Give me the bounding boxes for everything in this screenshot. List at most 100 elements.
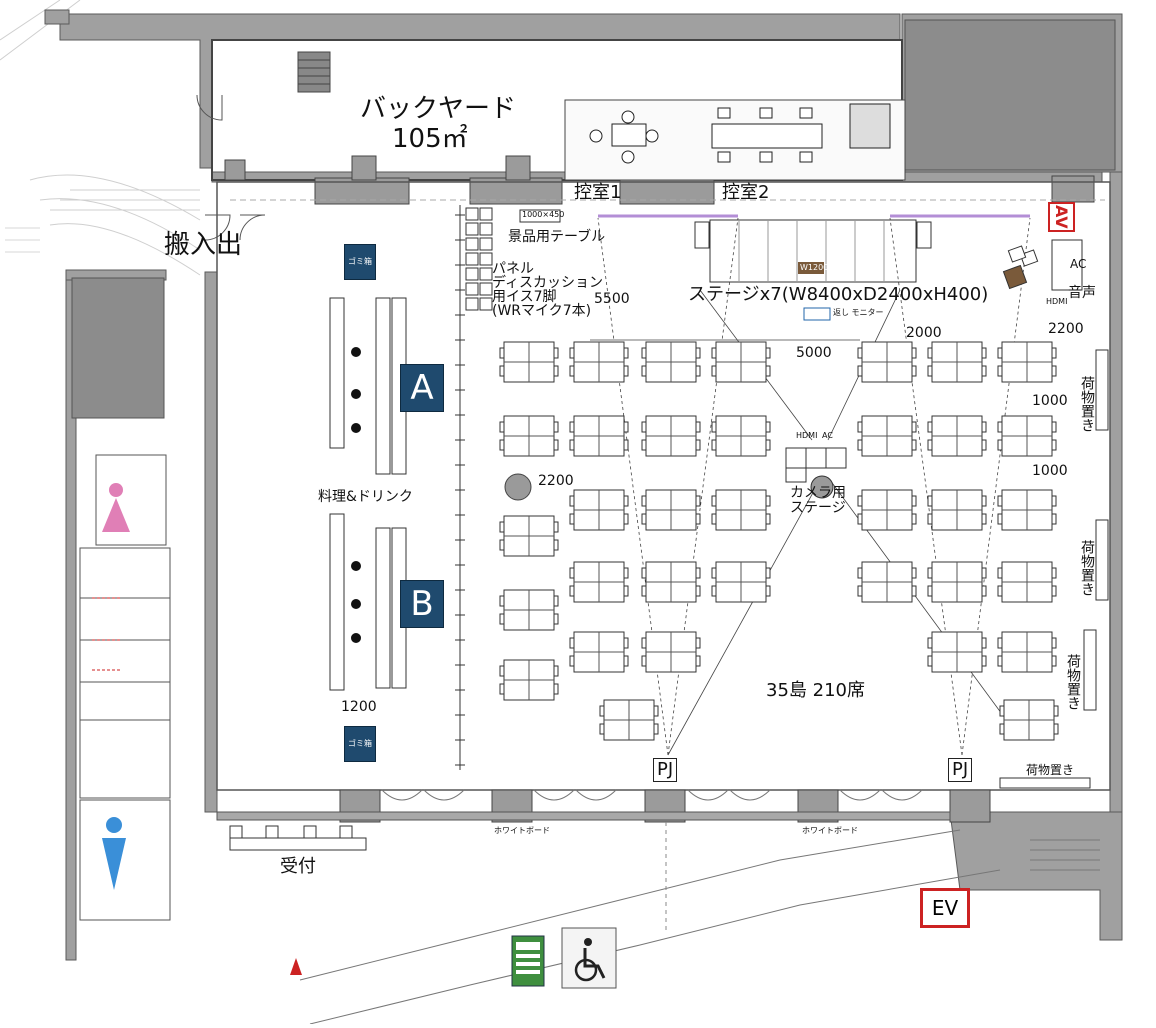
dim-2000: 2000 (906, 325, 942, 341)
elevator-label: EV (920, 888, 970, 928)
pillar-round (504, 473, 532, 501)
stage (694, 219, 932, 283)
male-toilet-icon (102, 817, 126, 890)
seating-island (641, 415, 701, 457)
green-room-furniture (589, 103, 891, 164)
audio-label: 音声 (1068, 285, 1096, 301)
seating-island (499, 341, 559, 383)
backyard-stairs (297, 51, 331, 93)
toilet-red-marks (92, 597, 122, 671)
seating-island (997, 341, 1057, 383)
panel-label-1: パネル (492, 261, 534, 277)
seating-island (641, 561, 701, 603)
luggage-label-1: 荷物置き (1079, 376, 1095, 432)
panel-label-2: ディスカッション (492, 275, 604, 291)
buffet-people (351, 347, 361, 643)
prize-table-label: 景品用テーブル (508, 229, 606, 245)
seating-island (997, 415, 1057, 457)
panel-chairs (465, 207, 561, 311)
dim-1000-b: 1000 (1032, 463, 1068, 479)
seating-island (711, 561, 771, 603)
seating-island (711, 489, 771, 531)
luggage-label-3: 荷物置き (1065, 654, 1081, 710)
stage-sign: W1200 (800, 263, 829, 272)
arrow-icon (290, 958, 302, 975)
av-desk-label: AV (1048, 202, 1075, 232)
luggage-label-bottom: 荷物置き (1026, 763, 1075, 777)
seating-island (569, 415, 629, 457)
island-count-label: 35島 210席 (766, 680, 865, 701)
reception-label: 受付 (280, 856, 316, 877)
seating-island (927, 489, 987, 531)
trash-bin-bottom: ゴミ箱 (344, 726, 376, 762)
seating-island (641, 489, 701, 531)
seating-island (711, 415, 771, 457)
dim-1200: 1200 (341, 699, 377, 715)
backyard-label: バックヤード (360, 94, 517, 124)
seating-island (569, 561, 629, 603)
seating-island (857, 341, 917, 383)
camera-stage-label-1: カメラ用 (790, 485, 846, 501)
camera-stage (785, 447, 847, 499)
zone-a: A (400, 364, 444, 412)
buffet-tables (329, 297, 407, 691)
seating-island (997, 561, 1057, 603)
parking-lines (5, 227, 40, 253)
seating-island (569, 489, 629, 531)
seating-island (599, 699, 659, 741)
hdmi-label-cam: HDMI (796, 431, 818, 440)
divider-posts (455, 214, 465, 766)
seating-island (927, 561, 987, 603)
av-desk (1002, 239, 1083, 291)
seating-island (499, 415, 559, 457)
service-rooms (71, 19, 1116, 419)
loading-label: 搬入出 (164, 230, 243, 260)
seating-island (857, 415, 917, 457)
seating-island (927, 415, 987, 457)
seating-island (499, 515, 559, 557)
female-toilet-icon (102, 483, 130, 532)
dim-2200-mid: 2200 (538, 473, 574, 489)
zone-b: B (400, 580, 444, 628)
green-room-2-label: 控室2 (722, 182, 770, 203)
food-drink-label: 料理&ドリンク (318, 489, 413, 505)
seating-island (569, 341, 629, 383)
luggage-tables (999, 349, 1109, 789)
seating-island (999, 699, 1059, 741)
panel-label-3: 用イス7脚 (492, 289, 557, 305)
seating-island (499, 589, 559, 631)
trash-bin-top: ゴミ箱 (344, 244, 376, 280)
wheelchair-icon (561, 927, 617, 989)
reception-tables (229, 825, 367, 851)
whiteboard-label-1: ホワイトボード (494, 826, 550, 835)
seating-island (927, 341, 987, 383)
projector-left: PJ (653, 758, 678, 782)
dim-2200-right: 2200 (1048, 321, 1084, 337)
dim-5000: 5000 (796, 345, 832, 361)
backyard-area-label: 105㎡ (392, 124, 468, 154)
return-monitor-label: 返し モニター (833, 308, 884, 317)
seating-island (641, 341, 701, 383)
seating-island (997, 489, 1057, 531)
dim-1000-a: 1000 (1032, 393, 1068, 409)
projector-right: PJ (948, 758, 973, 782)
dim-5500: 5500 (594, 291, 630, 307)
seating-island (711, 341, 771, 383)
seating-island (857, 561, 917, 603)
ac-label-cam: AC (822, 431, 833, 440)
return-monitor-icon (803, 307, 831, 321)
stage-label: ステージx7(W8400xD2400xH400) (688, 284, 989, 305)
seating-island (927, 631, 987, 673)
seating-island (569, 631, 629, 673)
seating-island (641, 631, 701, 673)
seating-island (997, 631, 1057, 673)
camera-stage-label-2: ステージ (790, 500, 846, 516)
vending-machine-icon (511, 935, 545, 987)
bottom-wall (216, 811, 951, 821)
ac-label-top: AC (1070, 257, 1087, 271)
loading-door (196, 94, 266, 241)
hdmi-label-top: HDMI (1046, 297, 1068, 306)
panel-label-4: (WRマイク7本) (492, 303, 592, 319)
